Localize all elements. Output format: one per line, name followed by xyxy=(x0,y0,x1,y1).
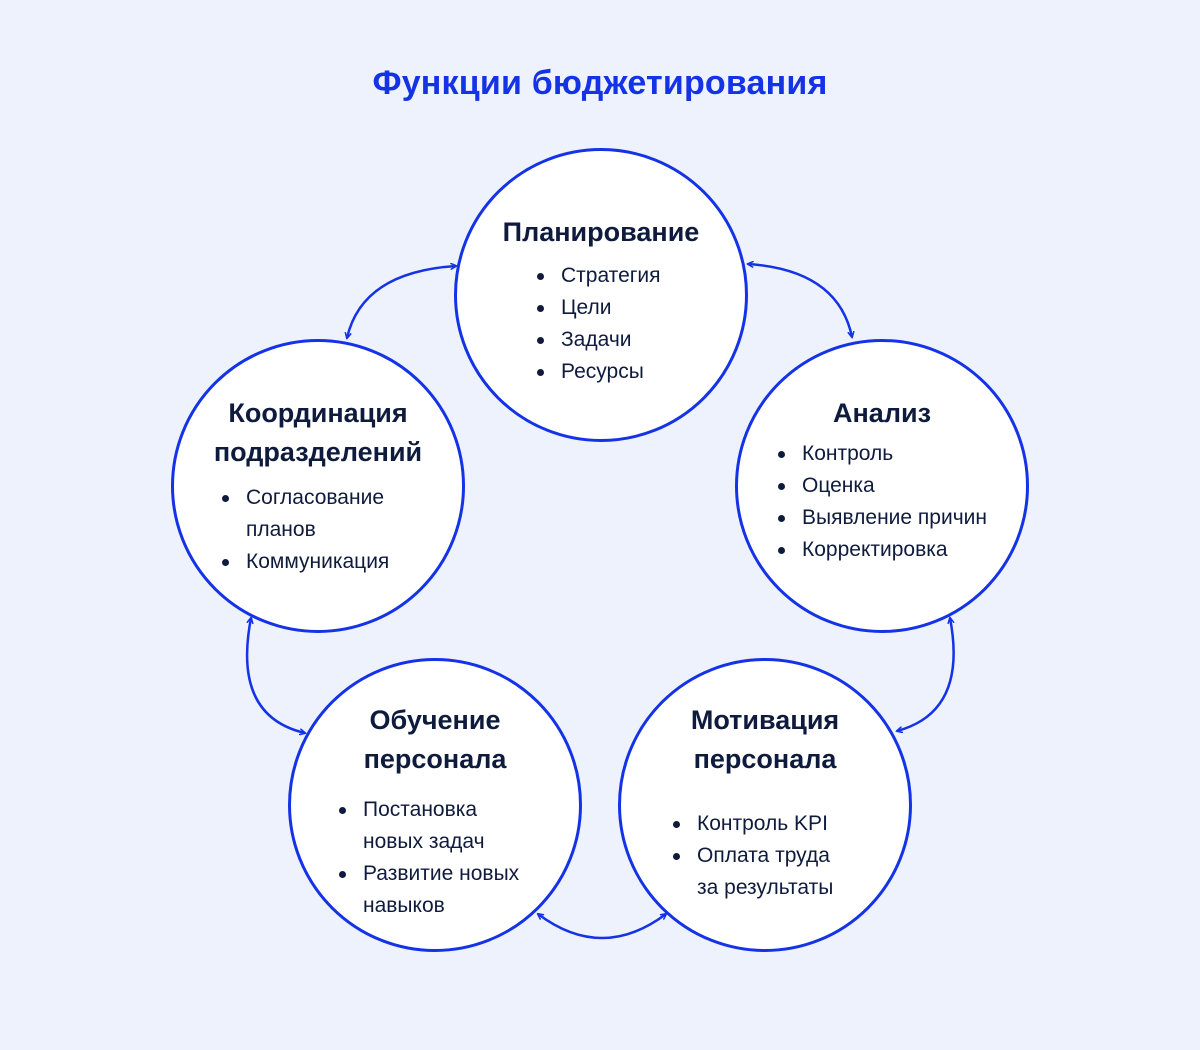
list-item: Корректировка xyxy=(778,534,987,566)
node-training: Обучение персонала Постановка новых зада… xyxy=(288,658,582,952)
arrow-coordination-planning xyxy=(347,266,456,338)
arrow-motivation-training xyxy=(538,914,666,940)
list-item: Оплата труда за результаты xyxy=(673,840,833,904)
list-item: Оценка xyxy=(778,470,987,502)
list-item: Ресурсы xyxy=(537,356,661,388)
list-item: Цели xyxy=(537,292,661,324)
list-item: Стратегия xyxy=(537,260,661,292)
list-item: Выявление причин xyxy=(778,502,987,534)
arrow-analysis-motivation xyxy=(897,618,955,731)
node-analysis: Анализ Контроль Оценка Выявление причин … xyxy=(735,339,1029,633)
coordination-list: Согласование планов Коммуникация xyxy=(222,482,389,578)
node-motivation: Мотивация персонала Контроль KPI Оплата … xyxy=(618,658,912,952)
node-planning: Планирование Стратегия Цели Задачи Ресур… xyxy=(454,148,748,442)
training-list: Постановка новых задач Развитие новых на… xyxy=(339,794,519,922)
list-item: Согласование планов xyxy=(222,482,389,546)
node-title-motivation: Мотивация персонала xyxy=(690,705,840,774)
list-item: Контроль KPI xyxy=(673,808,833,840)
node-title-planning: Планирование xyxy=(502,217,700,247)
node-coordination: Координация подразделений Согласование п… xyxy=(171,339,465,633)
diagram-title: Функции бюджетирования xyxy=(372,64,828,102)
analysis-list: Контроль Оценка Выявление причин Коррект… xyxy=(778,438,987,566)
arrow-planning-analysis xyxy=(748,264,852,337)
motivation-list: Контроль KPI Оплата труда за результаты xyxy=(673,808,833,904)
list-item: Коммуникация xyxy=(222,546,389,578)
list-item: Контроль xyxy=(778,438,987,470)
list-item: Развитие новых навыков xyxy=(339,858,519,922)
node-title-coordination: Координация подразделений xyxy=(213,398,423,467)
node-title-analysis: Анализ xyxy=(833,398,931,428)
node-title-training: Обучение персонала xyxy=(363,705,507,774)
planning-list: Стратегия Цели Задачи Ресурсы xyxy=(537,260,661,388)
arrow-training-coordination xyxy=(245,618,305,733)
list-item: Задачи xyxy=(537,324,661,356)
list-item: Постановка новых задач xyxy=(339,794,519,858)
